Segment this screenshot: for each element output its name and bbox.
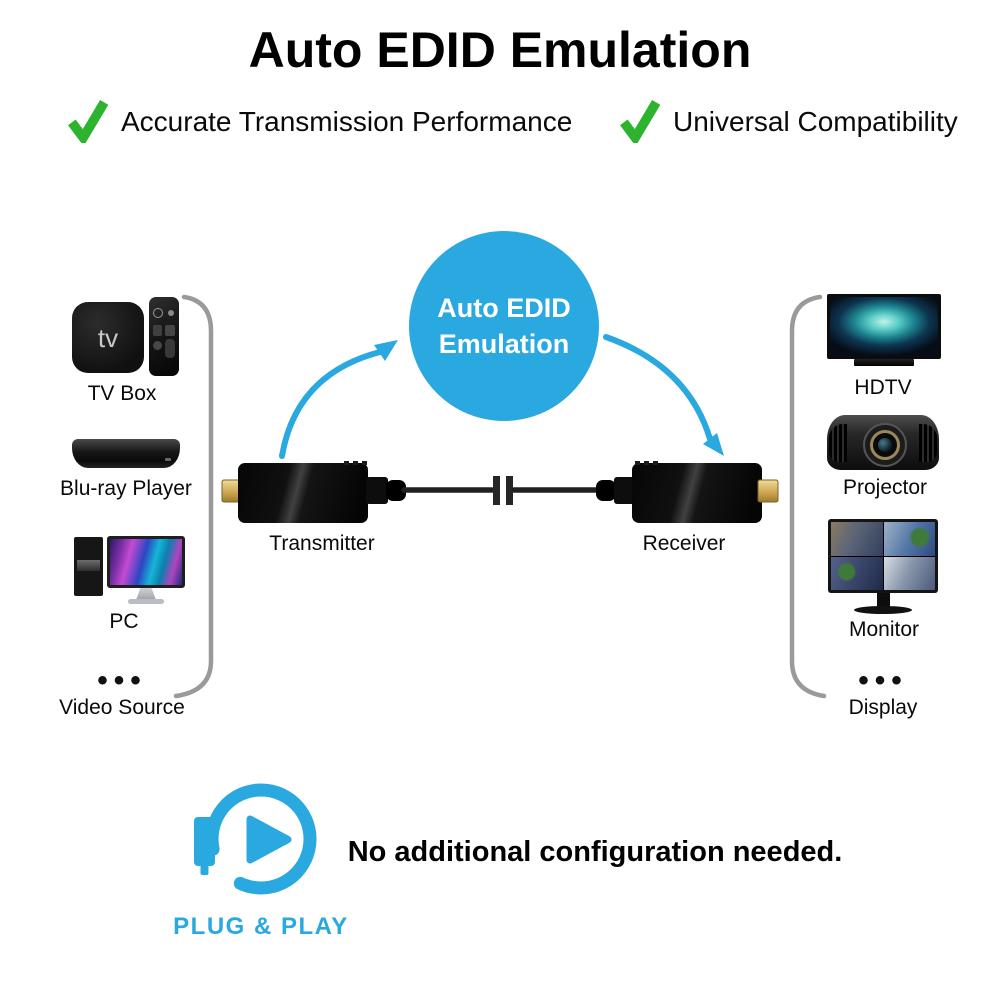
sources-ellipsis: •••: [97, 664, 147, 697]
plug-and-play-icon: [194, 783, 317, 895]
hdtv-stand: [854, 359, 914, 366]
remote-button: [153, 325, 162, 336]
pc-tower-drive: [77, 560, 100, 571]
monitor-base: [854, 606, 912, 614]
cctv-view: [831, 522, 883, 556]
cable-break-bar: [506, 476, 513, 505]
transmitter-label: Transmitter: [269, 532, 375, 555]
monitor-stand: [877, 593, 890, 608]
arrow-head: [703, 433, 724, 456]
cctv-view: [883, 522, 935, 556]
configuration-note: No additional configuration needed.: [347, 836, 843, 868]
pc-icon: [72, 536, 187, 606]
displays-ellipsis: •••: [858, 664, 908, 697]
projector-icon: [827, 415, 939, 470]
vent-notch: [344, 461, 349, 465]
tv-box-screen-text: tv: [97, 322, 119, 353]
circle-label-line1: Auto EDID: [437, 293, 571, 323]
tv-box-label: TV Box: [87, 382, 157, 405]
projector-lens-ring: [870, 430, 900, 460]
projector-vent: [919, 424, 937, 462]
bluray-player-icon: [72, 439, 180, 468]
receiver-label: Receiver: [642, 532, 726, 555]
remote-button: [165, 339, 175, 358]
hdtv-screen: [830, 297, 938, 356]
monitor-label: Monitor: [848, 618, 920, 641]
pc-monitor: [107, 536, 185, 588]
arrow-circle-to-receiver: [603, 334, 724, 456]
remote-button: [153, 341, 162, 350]
plug-body: [194, 817, 215, 866]
arrow-curve: [603, 334, 713, 442]
transmitter-port: [366, 477, 388, 504]
arrow-transmitter-to-circle: [279, 340, 398, 459]
check-icon: [68, 99, 108, 143]
receiver-cable-plug: [596, 480, 616, 501]
remote-icon: [149, 297, 179, 376]
remote-button: [153, 308, 163, 318]
pc-monitor-stand: [136, 588, 156, 600]
feature-accurate-transmission: Accurate Transmission Performance: [68, 98, 572, 143]
monitor-icon: [828, 519, 938, 615]
circular-arrow: [205, 783, 317, 895]
plug-pin: [200, 865, 209, 875]
projector-label: Projector: [842, 476, 928, 499]
feature-universal-compatibility: Universal Compatibility: [620, 98, 958, 143]
vent-notch: [362, 461, 367, 465]
cctv-view: [831, 556, 883, 590]
vent-notch: [635, 461, 640, 465]
vent-notch: [353, 461, 358, 465]
displays-group-label: Display: [848, 696, 918, 719]
auto-edid-circle: Auto EDID Emulation: [409, 231, 599, 421]
page-title: Auto EDID Emulation: [248, 22, 752, 78]
receiver-port: [614, 477, 636, 504]
projector-lens-glass: [878, 438, 892, 452]
plug-and-play-label: PLUG & PLAY: [173, 913, 349, 940]
vent-notch: [653, 461, 658, 465]
tv-box-icon: tv: [72, 302, 144, 373]
arrow-head: [374, 340, 398, 361]
pc-label: PC: [109, 610, 139, 633]
bluray-led: [165, 458, 171, 461]
arrow-curve: [279, 349, 383, 459]
remote-button: [168, 310, 174, 316]
circle-label-line2: Emulation: [438, 329, 570, 359]
transmitter-device-icon: [221, 461, 406, 523]
hdtv-icon: [827, 294, 941, 366]
cctv-view: [883, 556, 935, 590]
cable-break-bar: [493, 476, 500, 505]
projector-lens: [863, 423, 907, 467]
check-icon: [620, 99, 660, 143]
monitor-screen: [831, 522, 935, 590]
projector-vent: [829, 424, 847, 462]
pc-monitor-base: [128, 599, 164, 604]
feature-label: Accurate Transmission Performance: [121, 105, 573, 137]
play-icon: [246, 815, 292, 864]
feature-label: Universal Compatibility: [673, 105, 958, 137]
receiver-body: [632, 463, 762, 523]
hdtv-label: HDTV: [854, 376, 912, 399]
bluray-player-label: Blu-ray Player: [60, 477, 192, 500]
displays-bracket: [789, 294, 827, 699]
vent-notch: [644, 461, 649, 465]
remote-button: [165, 325, 175, 336]
receiver-hdmi-plug: [757, 479, 779, 503]
transmitter-body: [238, 463, 368, 523]
receiver-device-icon: [596, 461, 779, 523]
sources-group-label: Video Source: [59, 696, 185, 719]
hdtv-frame: [827, 294, 941, 359]
transmitter-cable-plug: [386, 480, 406, 501]
monitor-frame: [828, 519, 938, 593]
transmitter-hdmi-plug: [221, 479, 243, 503]
